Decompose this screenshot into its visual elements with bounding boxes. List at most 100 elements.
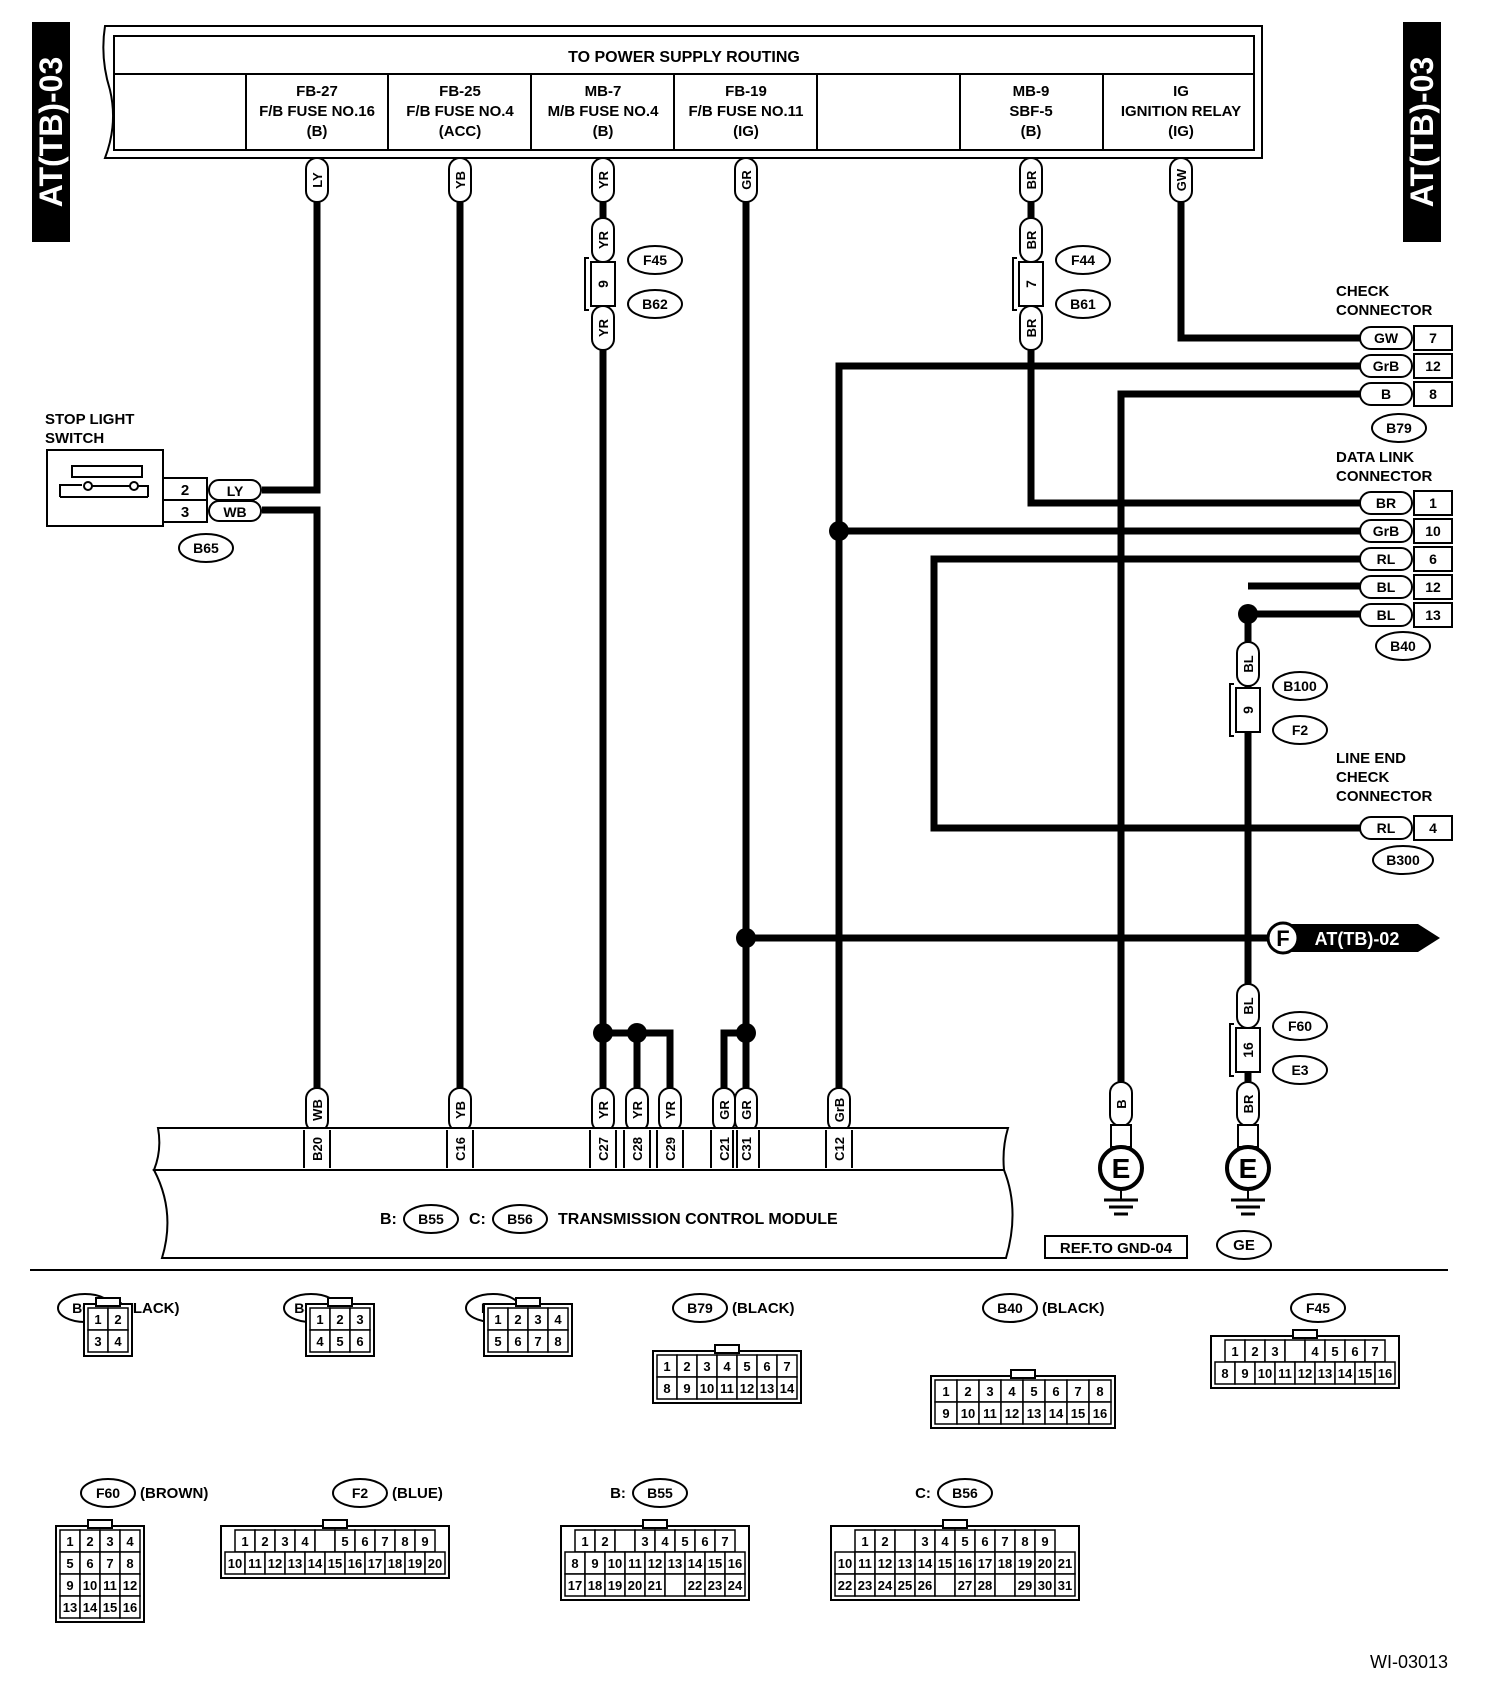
connector-view-f45-pin-10: 10 bbox=[1258, 1366, 1272, 1381]
tcm-pin-c12: C12 bbox=[832, 1137, 847, 1161]
connector-view-f2-pin-7: 7 bbox=[381, 1534, 388, 1549]
connector-view-f2-pin-9: 9 bbox=[421, 1534, 428, 1549]
tcm-pin-c29: C29 bbox=[663, 1137, 678, 1161]
wire-wb bbox=[262, 506, 321, 1112]
inline-connector-f60-bottom-id: E3 bbox=[1291, 1062, 1308, 1078]
wire-pill-yr-f45-top: YR bbox=[591, 217, 615, 263]
connector-view-b40-pin-9: 9 bbox=[942, 1406, 949, 1421]
wire-label-br-f44-bot: BR bbox=[1024, 318, 1039, 337]
connector-view-f60-pin-2: 2 bbox=[86, 1534, 93, 1549]
connector-view-b56-pin-31: 31 bbox=[1058, 1578, 1072, 1593]
wire-pill-br-e3: BR bbox=[1236, 1081, 1260, 1127]
wire-pill-br-f44-bot: BR bbox=[1019, 305, 1043, 351]
connector-view-b79-pin-11: 11 bbox=[720, 1381, 734, 1396]
wire-label-tcm-yr2: YR bbox=[630, 1100, 645, 1119]
dlc-rows-pin-2: 10 bbox=[1425, 523, 1441, 539]
power-supply-col-4-line-2: F/B FUSE NO.11 bbox=[688, 103, 803, 120]
connector-view-b40-pin-4: 4 bbox=[1008, 1384, 1016, 1399]
connector-view-b79-pin-7: 7 bbox=[783, 1359, 790, 1374]
stop-light-switch-title-1: STOP LIGHT bbox=[45, 411, 134, 428]
wire-label-yb-top: YB bbox=[453, 171, 468, 189]
connector-view-b55-id: B55 bbox=[647, 1485, 673, 1501]
connector-view-b56-pin-13: 13 bbox=[898, 1556, 912, 1571]
connector-view-f45-pin-13: 13 bbox=[1318, 1366, 1332, 1381]
connector-view-b79-pin-9: 9 bbox=[683, 1381, 690, 1396]
connector-view-f60-pin-9: 9 bbox=[66, 1578, 73, 1593]
connector-view-b55-pin-1: 1 bbox=[581, 1534, 588, 1549]
connector-view-b56-pin-7: 7 bbox=[1001, 1534, 1008, 1549]
connector-view-f2-pin-17: 17 bbox=[368, 1556, 382, 1571]
connector-view-f44-pin-2: 2 bbox=[514, 1312, 521, 1327]
power-supply-col-2-line-2: F/B FUSE NO.4 bbox=[406, 103, 514, 120]
connector-view-b56-pin-17: 17 bbox=[978, 1556, 992, 1571]
connector-view-f45-pin-5: 5 bbox=[1331, 1344, 1338, 1359]
connector-view-b56-pin-22: 22 bbox=[838, 1578, 852, 1593]
connector-view-f2-pin-14: 14 bbox=[308, 1556, 323, 1571]
dlc-rows-pin-4: 12 bbox=[1425, 579, 1441, 595]
check-connector-title-1: CHECK bbox=[1336, 283, 1390, 300]
wire-pill-tcm-yr1: YR bbox=[591, 1087, 615, 1133]
connector-view-f45-pin-4: 4 bbox=[1311, 1344, 1319, 1359]
wire-label-yr-top: YR bbox=[596, 170, 611, 189]
connector-view-b40-pin-13: 13 bbox=[1027, 1406, 1041, 1421]
connector-view-f60-pin-12: 12 bbox=[123, 1578, 137, 1593]
wire-label-br-f44-top: BR bbox=[1024, 230, 1039, 249]
inline-connector-b100-bottom-id: F2 bbox=[1292, 722, 1309, 738]
connector-view-b79-pin-6: 6 bbox=[763, 1359, 770, 1374]
tcm-pin-c27: C27 bbox=[596, 1137, 611, 1161]
power-supply-col-3-line-3: (B) bbox=[593, 123, 614, 140]
dlc-rows-wire-2: GrB bbox=[1373, 523, 1399, 539]
connector-view-b40-pin-7: 7 bbox=[1074, 1384, 1081, 1399]
wire-pill-tcm-gr1: GR bbox=[712, 1087, 736, 1133]
connector-view-b56-pin-20: 20 bbox=[1038, 1556, 1052, 1571]
connector-view-b55-pin-5: 5 bbox=[681, 1534, 688, 1549]
wire-pill-br-f44-top: BR bbox=[1019, 217, 1043, 263]
wire-label-gw-top: GW bbox=[1174, 168, 1189, 191]
continuation-letter: F bbox=[1276, 926, 1289, 951]
cc-rows-pin-1: 7 bbox=[1429, 330, 1437, 346]
lec-rows-wire-1: RL bbox=[1377, 820, 1396, 836]
cc-rows-wire-1: GW bbox=[1374, 330, 1399, 346]
connector-view-f45-pin-7: 7 bbox=[1371, 1344, 1378, 1359]
wire-b-ground bbox=[1117, 390, 1375, 1110]
connector-view-f2-pin-10: 10 bbox=[228, 1556, 242, 1571]
cc-rows-wire-3: B bbox=[1381, 386, 1391, 402]
connector-view-b55-pin-14: 14 bbox=[688, 1556, 703, 1571]
connector-view-f2-pin-5: 5 bbox=[341, 1534, 348, 1549]
connector-view-b65-pin-3: 3 bbox=[94, 1334, 101, 1349]
inline-connector-f44-bottom-id: B61 bbox=[1070, 296, 1096, 312]
wire-label-tcm-yr3: YR bbox=[663, 1100, 678, 1119]
wire-label-b-ground: B bbox=[1114, 1099, 1129, 1108]
right-side-tab-label: AT(TB)-03 bbox=[1404, 57, 1440, 208]
connector-view-b55-pin-17: 17 bbox=[568, 1578, 582, 1593]
tcm-prefix-c: C: bbox=[469, 1211, 486, 1228]
connector-view-f60-pin-13: 13 bbox=[63, 1600, 77, 1615]
connector-view-b55-pin-4: 4 bbox=[661, 1534, 669, 1549]
left-side-tab-label: AT(TB)-03 bbox=[33, 57, 69, 208]
wire-label-bl-b100: BL bbox=[1241, 655, 1256, 672]
dlc-rows-pin-3: 6 bbox=[1429, 551, 1437, 567]
wire-pill-ly-top: LY bbox=[305, 157, 329, 203]
connector-view-b79-pin-12: 12 bbox=[740, 1381, 754, 1396]
connector-view-b55-pin-7: 7 bbox=[721, 1534, 728, 1549]
connector-view-b40-pin-6: 6 bbox=[1052, 1384, 1059, 1399]
connector-view-b56-pin-1: 1 bbox=[861, 1534, 868, 1549]
connector-view-f45-pin-6: 6 bbox=[1351, 1344, 1358, 1359]
tcm-pin-c31: C31 bbox=[739, 1137, 754, 1161]
power-supply-box: TO POWER SUPPLY ROUTING FB-27F/B FUSE NO… bbox=[102, 25, 1263, 159]
connector-view-f45-pin-15: 15 bbox=[1358, 1366, 1372, 1381]
sls-wire-wb: WB bbox=[223, 504, 246, 520]
connector-view-f2-pin-19: 19 bbox=[408, 1556, 422, 1571]
inline-connector-f45-bottom-id: B62 bbox=[642, 296, 668, 312]
connector-view-b56-pin-16: 16 bbox=[958, 1556, 972, 1571]
connector-view-f60-pin-11: 11 bbox=[103, 1578, 117, 1593]
inline-connector-f60-pin: 16 bbox=[1240, 1042, 1256, 1058]
wire-label-br-top: BR bbox=[1024, 170, 1039, 189]
connector-view-b55-prefix: B: bbox=[610, 1485, 626, 1502]
check-connector-title-2: CONNECTOR bbox=[1336, 302, 1433, 319]
connector-view-b56-pin-2: 2 bbox=[881, 1534, 888, 1549]
